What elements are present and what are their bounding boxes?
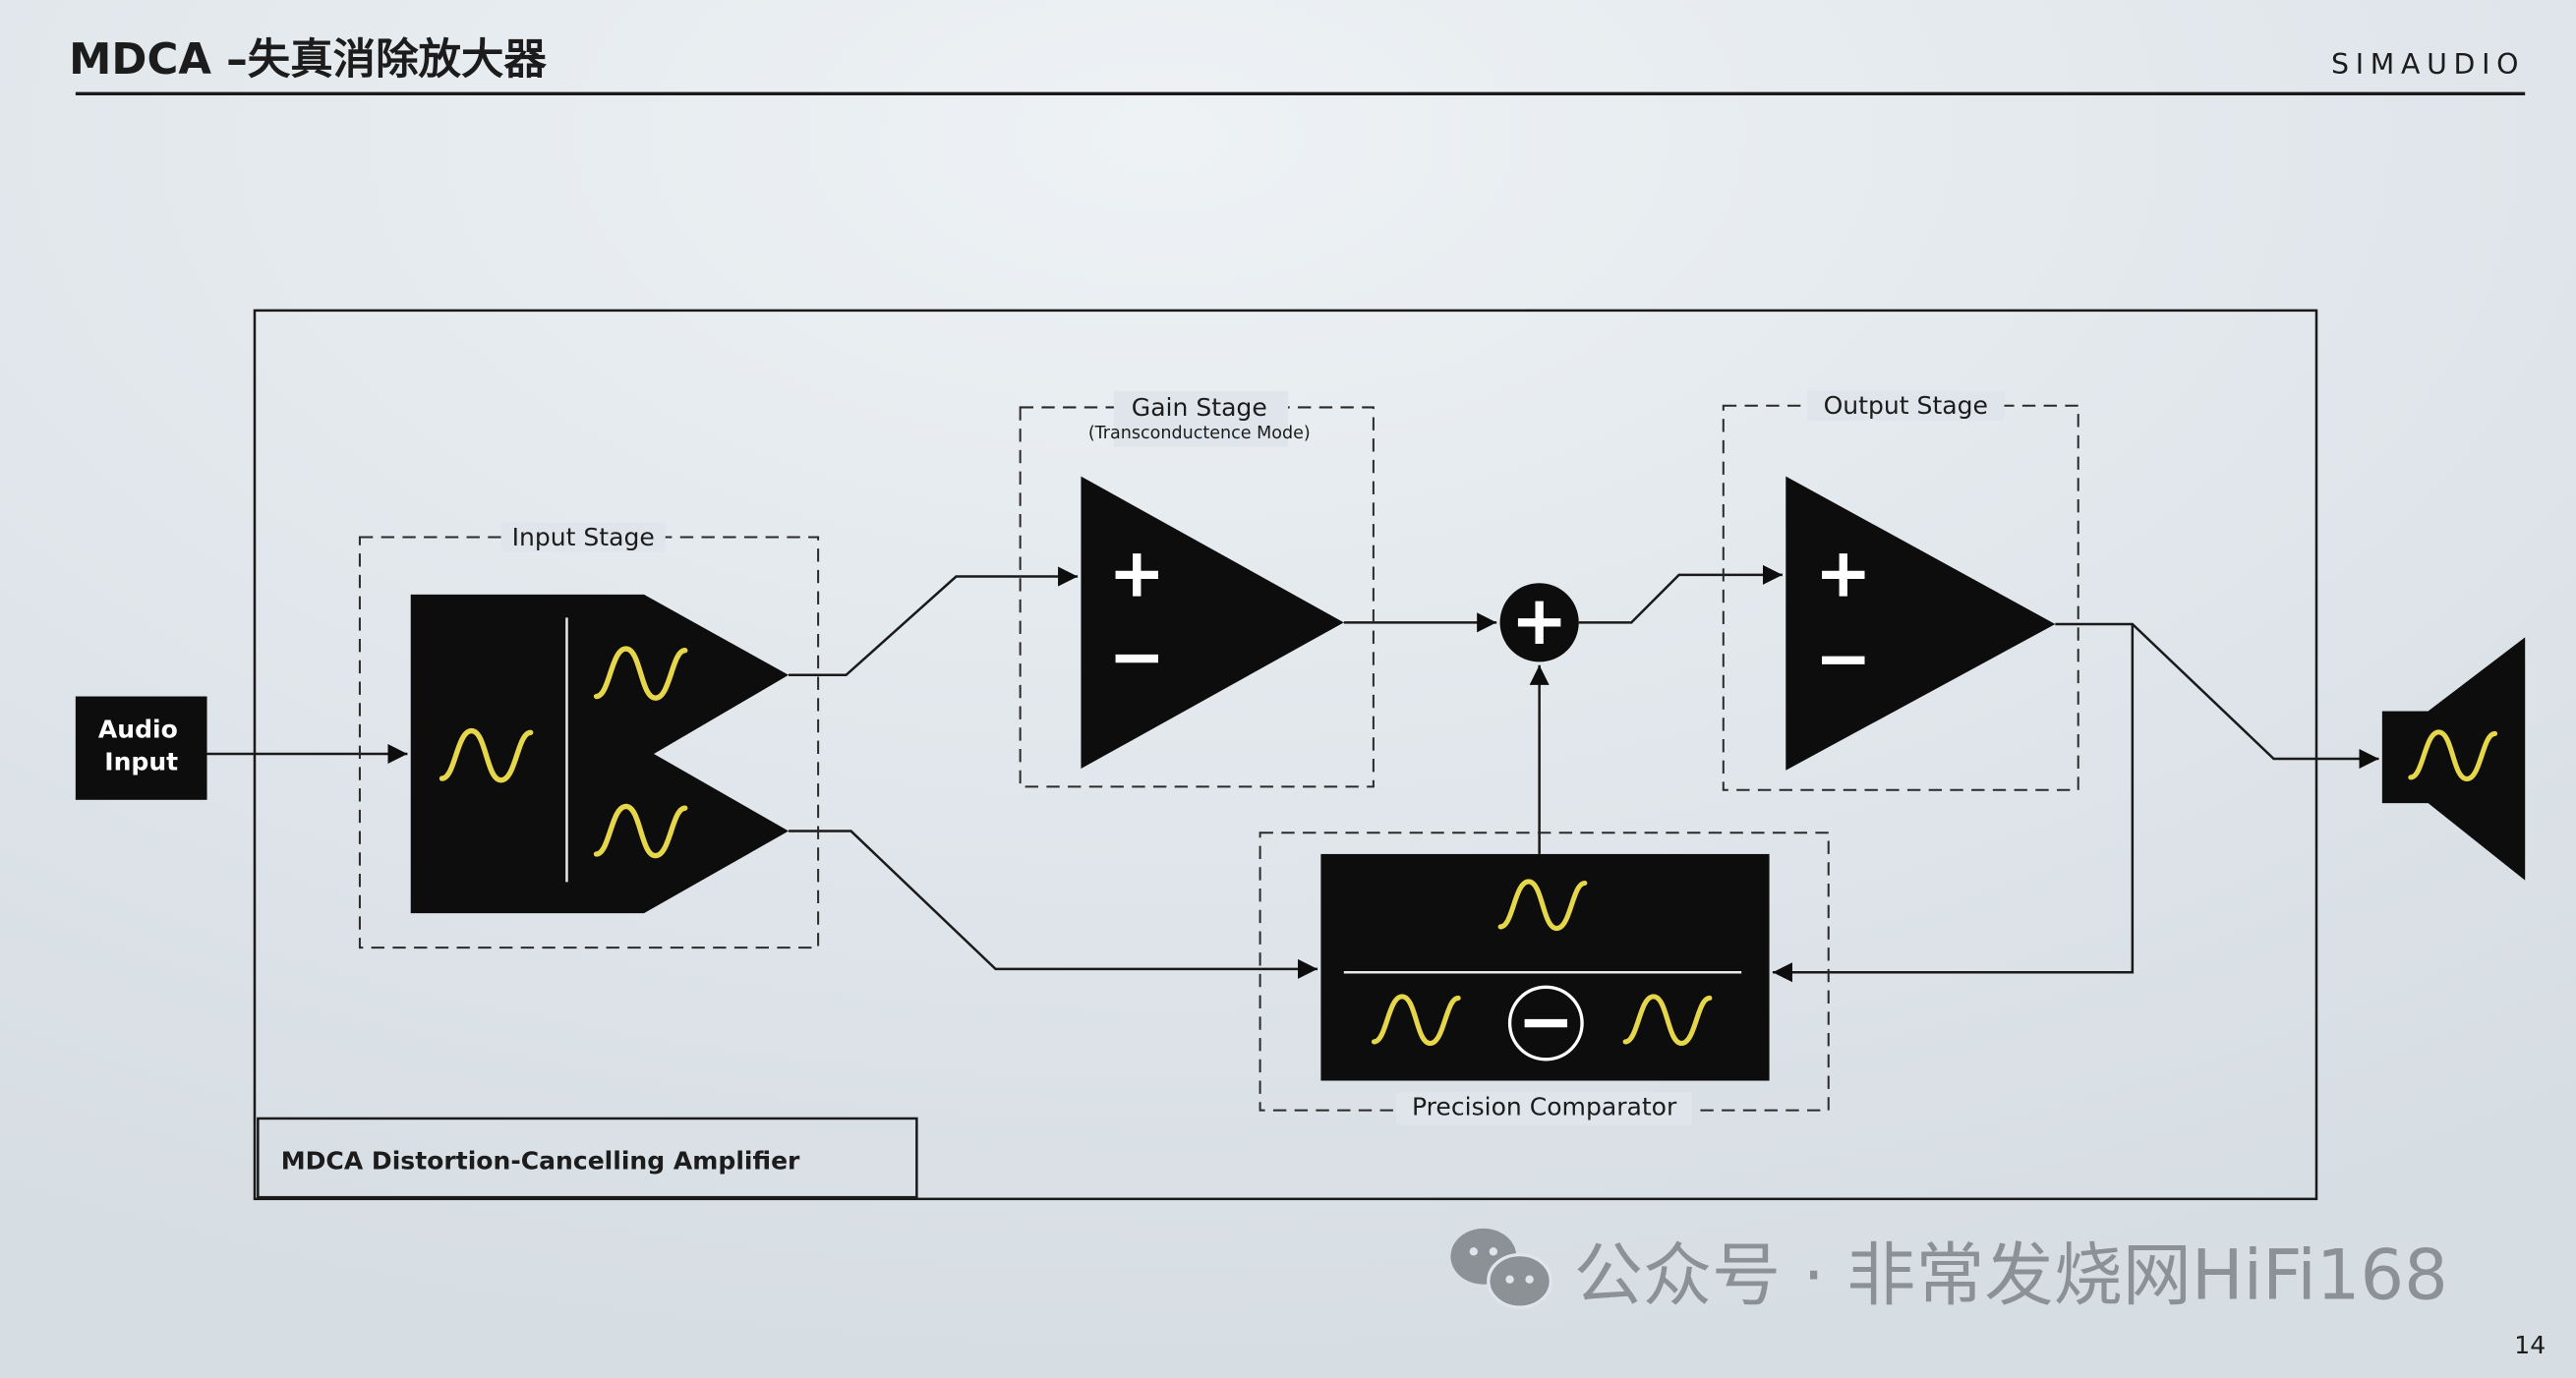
label-mask	[500, 522, 666, 552]
slide-title: MDCA –失真消除放大器	[69, 35, 547, 85]
label-mask	[1396, 1092, 1693, 1125]
wire-input-to-comparator	[789, 830, 1318, 979]
input-stage-label: Input Stage	[512, 523, 655, 551]
label-mask	[1113, 390, 1288, 447]
label-mask	[1807, 390, 2005, 421]
speaker-icon	[2381, 637, 2526, 881]
watermark-text: 公众号 · 非常发烧网HiFi168	[1574, 1235, 2448, 1316]
input-splitter-block	[410, 594, 790, 914]
audio-input-label-1: Audio	[98, 715, 178, 743]
plus-icon	[1822, 553, 1865, 597]
output-stage-label: Output Stage	[1824, 391, 1988, 420]
comparator-label: Precision Comparator	[1412, 1093, 1677, 1121]
wire-feedback-to-comparator	[1772, 623, 2135, 983]
wechat-icon	[1450, 1228, 1553, 1309]
wire-input-to-gain	[789, 566, 1079, 677]
plus-icon	[1115, 553, 1158, 597]
comparator-block	[1320, 853, 1770, 1081]
output-amplifier-triangle	[1786, 476, 2056, 771]
gain-stage-mode: (Transconductence Mode)	[1088, 424, 1311, 443]
gain-amplifier-triangle	[1081, 476, 1344, 770]
gain-stage-label: Gain Stage	[1132, 393, 1267, 422]
audio-input-block	[75, 696, 207, 800]
frame-label-box	[257, 1117, 918, 1199]
page-number: 14	[2514, 1331, 2546, 1359]
audio-input-label-2: Input	[104, 748, 178, 776]
subtract-icon	[1507, 985, 1584, 1062]
brand-logo: SIMAUDIO	[2331, 48, 2525, 81]
wire-output-to-speaker	[2055, 622, 2379, 770]
input-stage-box	[358, 536, 820, 949]
wire-sum-to-output	[1578, 564, 1783, 624]
frame-label: MDCA Distortion-Cancelling Amplifier	[281, 1147, 800, 1176]
comparator-box	[1259, 832, 1830, 1112]
plus-icon	[1517, 601, 1561, 645]
